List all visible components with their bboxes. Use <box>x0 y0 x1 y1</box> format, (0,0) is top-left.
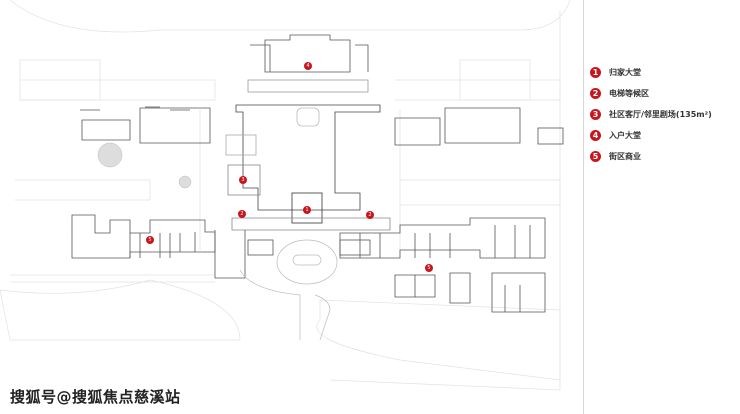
legend-badge: 4 <box>590 130 601 141</box>
plan-marker-5-right: 5 <box>425 264 433 272</box>
legend-label: 社区客厅/邻里剧场(135m²) <box>609 110 712 119</box>
plan-marker-1: 1 <box>303 206 311 214</box>
plan-marker-2-left: 2 <box>238 210 246 218</box>
plan-marker-4: 4 <box>304 62 312 70</box>
legend-item-1: 1 归家大堂 <box>588 62 712 83</box>
legend-item-5: 5 街区商业 <box>588 146 712 167</box>
legend-badge: 3 <box>590 109 601 120</box>
legend: 1 归家大堂 2 电梯等候区 3 社区客厅/邻里剧场(135m²) 4 入户大堂… <box>588 62 712 167</box>
legend-badge: 1 <box>590 67 601 78</box>
legend-badge: 2 <box>590 88 601 99</box>
legend-item-3: 3 社区客厅/邻里剧场(135m²) <box>588 104 712 125</box>
site-floor-plan <box>0 0 571 391</box>
legend-item-2: 2 电梯等候区 <box>588 83 712 104</box>
plan-marker-2-right: 2 <box>366 211 374 219</box>
watermark: 搜狐号@搜狐焦点慈溪站 <box>10 388 181 406</box>
legend-label: 街区商业 <box>609 152 641 161</box>
plan-marker-5-left: 5 <box>146 236 154 244</box>
divider <box>583 0 584 414</box>
legend-item-4: 4 入户大堂 <box>588 125 712 146</box>
legend-label: 入户大堂 <box>609 131 641 140</box>
legend-badge: 5 <box>590 151 601 162</box>
legend-label: 电梯等候区 <box>609 89 649 98</box>
legend-label: 归家大堂 <box>609 68 641 77</box>
plan-marker-3: 3 <box>239 176 247 184</box>
